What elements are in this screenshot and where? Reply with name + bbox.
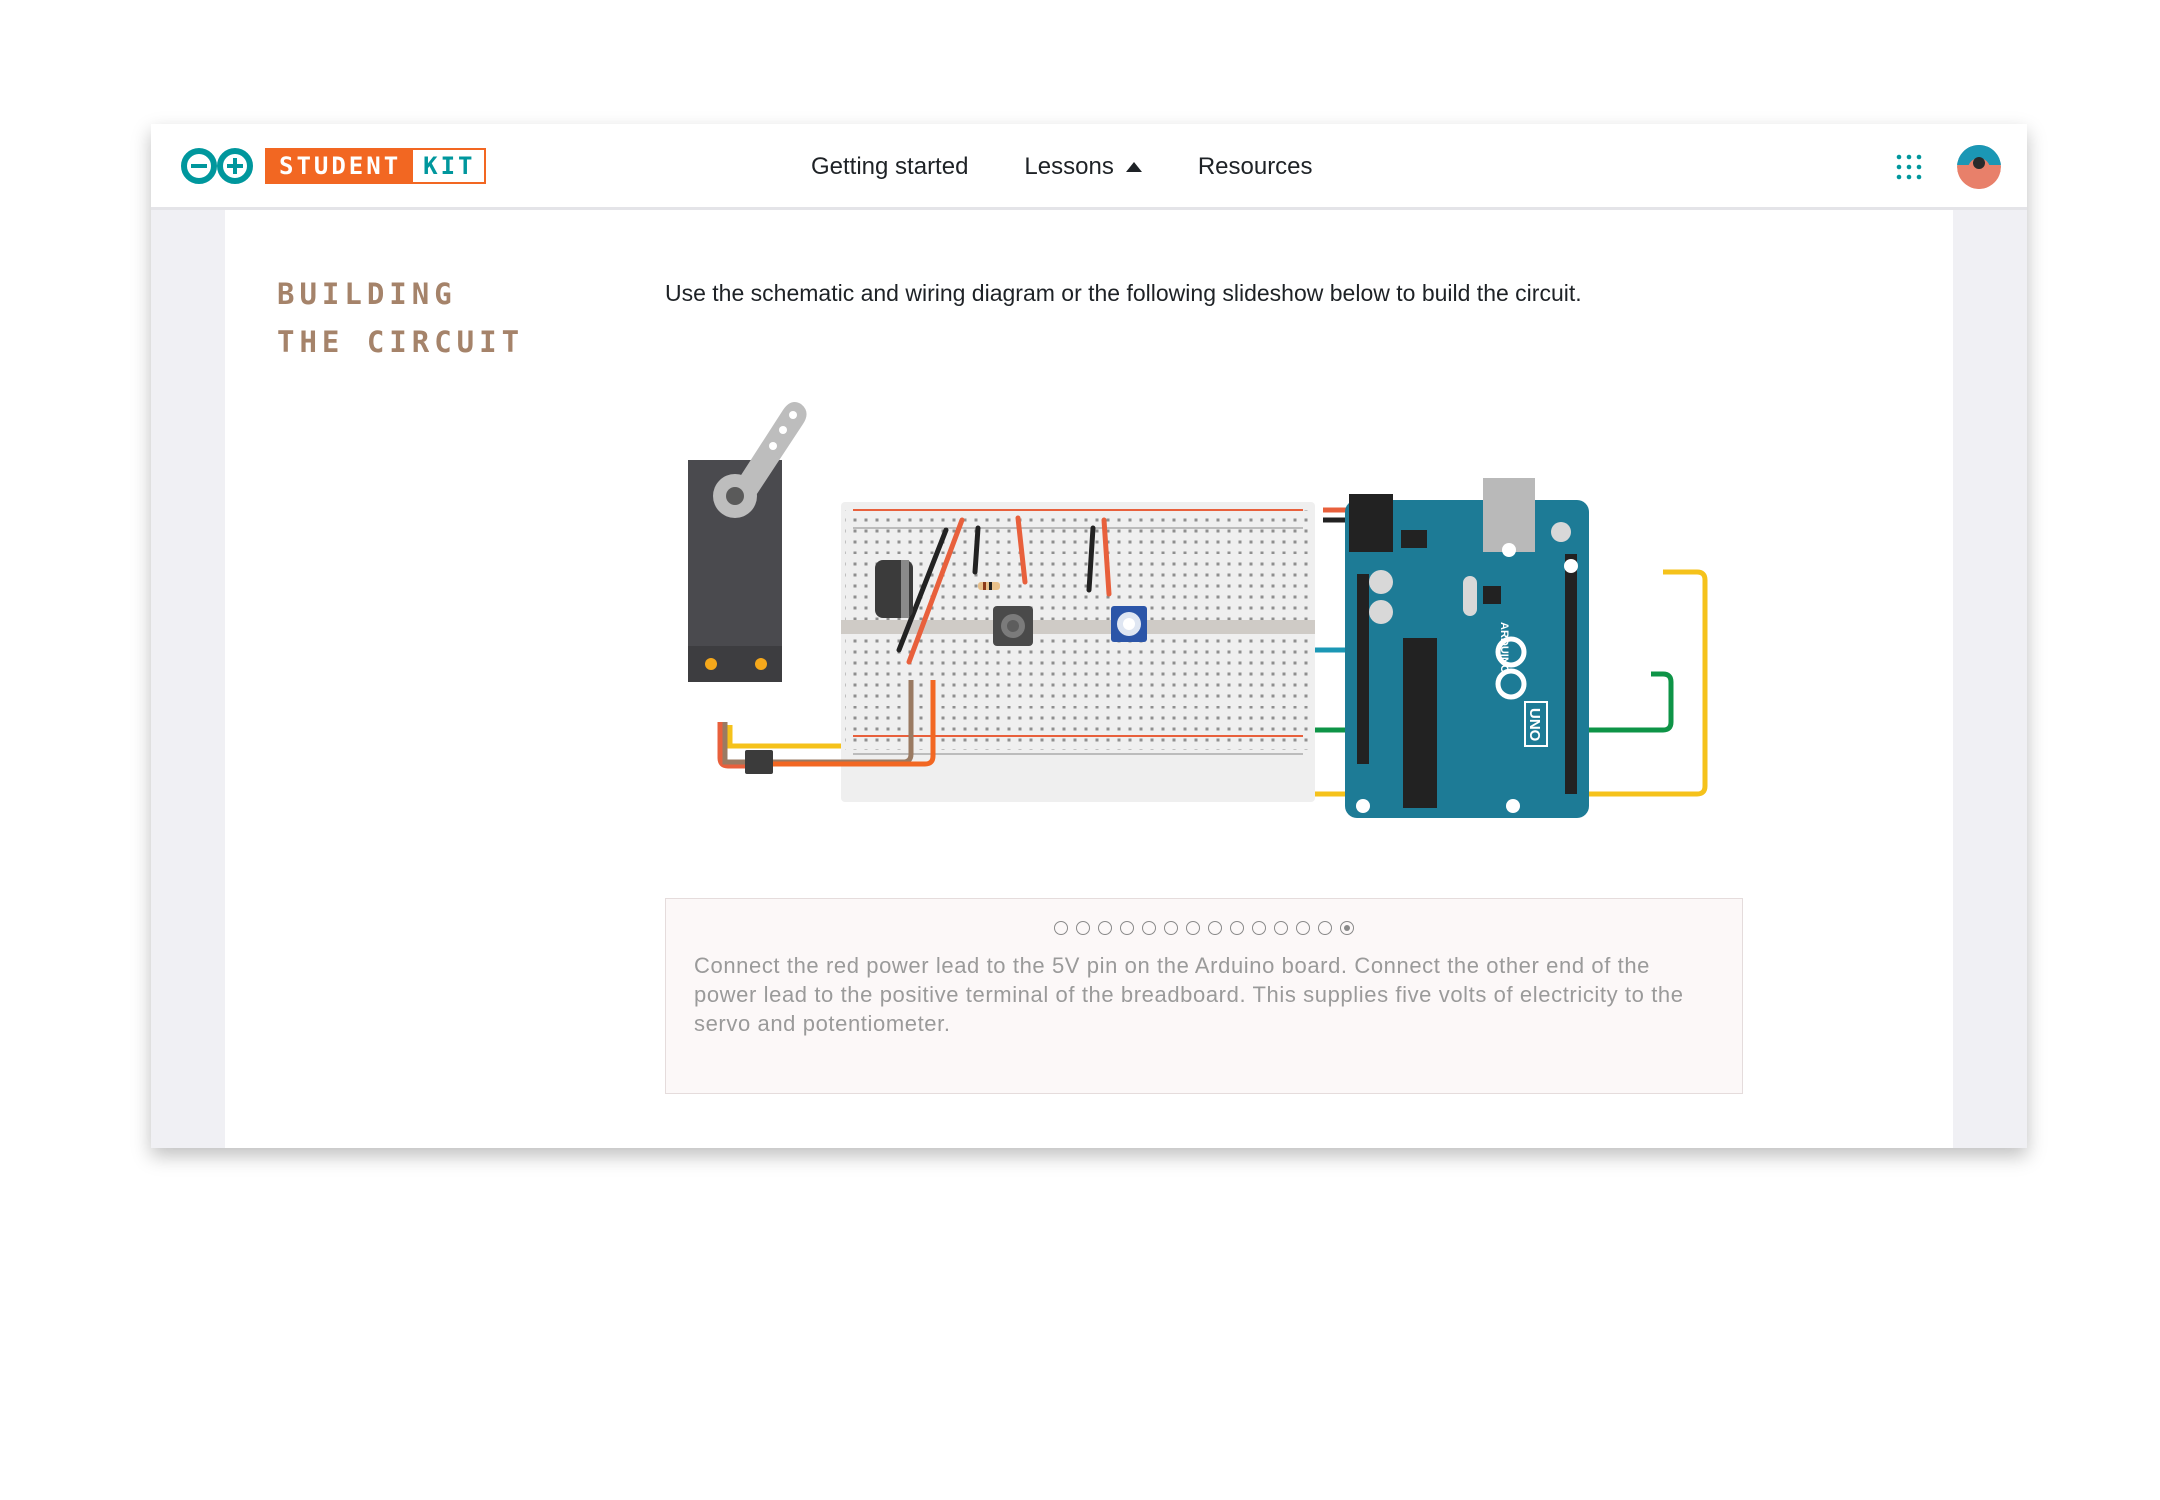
slideshow-dot[interactable]	[1230, 921, 1244, 935]
breadboard	[841, 502, 1315, 802]
nav-resources[interactable]: Resources	[1198, 153, 1313, 181]
caret-up-icon	[1125, 162, 1142, 172]
arduino-uno-board: ARDUINO UNO	[1345, 478, 1589, 818]
board-label: ARDUINO	[1498, 622, 1510, 674]
pushbutton	[993, 606, 1033, 646]
main-nav: Getting started Lessons Resources	[811, 124, 1369, 210]
slideshow-dot[interactable]	[1274, 921, 1288, 935]
user-avatar[interactable]	[1957, 145, 2001, 189]
resistor	[978, 582, 1000, 590]
board-model: UNO	[1526, 708, 1543, 742]
lesson-content: BUILDING THE CIRCUIT Use the schematic a…	[225, 210, 1953, 1148]
nav-resources-label: Resources	[1197, 153, 1313, 180]
servo-motor	[688, 402, 807, 682]
nav-getting-started-label: Getting started	[811, 153, 969, 180]
slideshow-dot[interactable]	[1164, 921, 1178, 935]
slideshow-caption-box: Connect the red power lead to the 5V pin…	[665, 898, 1743, 1094]
nav-lessons[interactable]: Lessons	[1024, 153, 1142, 181]
slideshow-dot[interactable]	[1054, 921, 1068, 935]
slideshow-dot[interactable]	[1296, 921, 1310, 935]
slideshow-dot[interactable]	[1098, 921, 1112, 935]
slideshow-dot[interactable]	[1340, 921, 1354, 935]
section-title-line1: BUILDING	[277, 277, 457, 311]
top-navbar: STUDENT KIT Getting started Lessons Reso…	[151, 124, 2027, 210]
capacitor	[875, 560, 913, 618]
section-title: BUILDING THE CIRCUIT	[277, 270, 537, 366]
slideshow-dot[interactable]	[1120, 921, 1134, 935]
slideshow-dot[interactable]	[1252, 921, 1266, 935]
wiring-diagram: ARDUINO UNO	[688, 402, 1708, 818]
slideshow-dot[interactable]	[1142, 921, 1156, 935]
kit-label-student: STUDENT	[267, 150, 414, 182]
potentiometer	[1111, 606, 1147, 642]
nav-getting-started[interactable]: Getting started	[811, 153, 968, 181]
slideshow-dot[interactable]	[1076, 921, 1090, 935]
slideshow-dot[interactable]	[1208, 921, 1222, 935]
student-kit-logo[interactable]: STUDENT KIT	[179, 146, 486, 186]
grid-apps-icon[interactable]	[1895, 153, 1923, 181]
intro-text: Use the schematic and wiring diagram or …	[665, 280, 1582, 306]
user-avatar-icon	[1957, 145, 2001, 189]
slideshow-dot[interactable]	[1186, 921, 1200, 935]
student-kit-badge: STUDENT KIT	[265, 148, 486, 184]
nav-lessons-label: Lessons	[1024, 153, 1114, 180]
browser-window: STUDENT KIT Getting started Lessons Reso…	[151, 124, 2027, 1148]
slideshow-dot[interactable]	[1318, 921, 1332, 935]
section-title-line2: THE CIRCUIT	[277, 325, 525, 359]
kit-label-kit: KIT	[413, 150, 484, 182]
slideshow-caption: Connect the red power lead to the 5V pin…	[694, 953, 1684, 1036]
slideshow-dots	[666, 921, 1742, 935]
arduino-infinity-icon	[181, 148, 253, 184]
